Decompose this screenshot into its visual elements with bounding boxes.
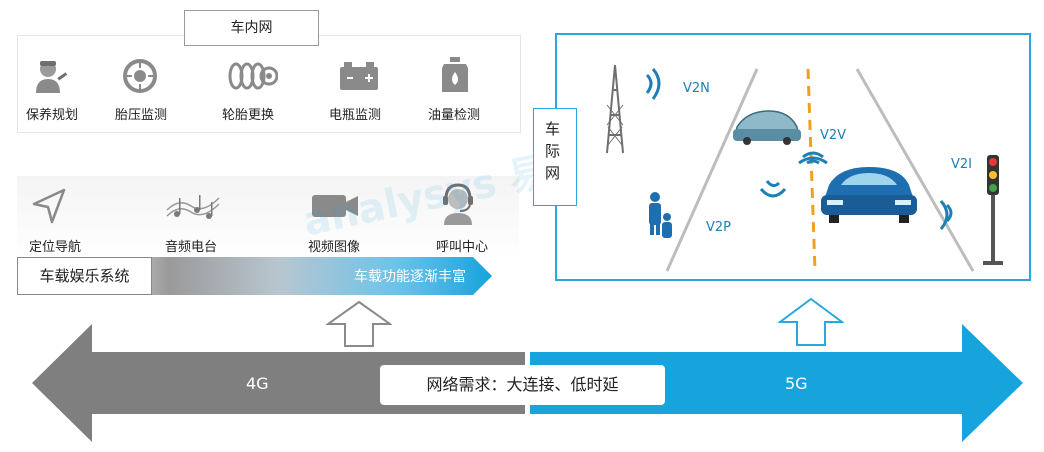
feature-label: 油量检测	[427, 108, 480, 123]
v2v-label: V2V	[820, 128, 847, 143]
oil-can-icon	[442, 57, 468, 92]
navigation-icon	[32, 188, 66, 224]
feature-label: 胎压监测	[114, 108, 167, 123]
label-4g: 4G	[246, 374, 269, 393]
road-edge-left	[665, 68, 759, 272]
v2x-scene	[606, 64, 1003, 272]
signal-waves-icon	[645, 68, 953, 230]
video-camera-icon	[312, 195, 358, 217]
feature-label: 呼叫中心	[435, 240, 488, 255]
car-blue-icon	[821, 167, 917, 223]
up-arrow-right	[778, 297, 844, 346]
label-5g: 5G	[785, 374, 808, 393]
lane-divider	[806, 68, 817, 272]
network-evolution-arrow	[32, 324, 1023, 442]
v2x-scene-panel	[555, 33, 1031, 281]
feature-label: 定位导航	[28, 240, 81, 255]
v2x-title-box	[533, 108, 577, 206]
in-car-network-title: 车内网	[184, 10, 319, 46]
feature-label: 轮胎更换	[221, 108, 274, 123]
car-top-icon	[733, 110, 801, 145]
music-notes-icon	[166, 195, 220, 219]
infotainment-title: 车载娱乐系统	[17, 257, 152, 295]
pedestrians-icon	[649, 192, 672, 238]
arrow-4g-half	[32, 324, 525, 442]
tire-pressure-icon	[123, 59, 157, 93]
road-edge-right	[855, 68, 975, 272]
v2x-title: 车际网	[545, 120, 561, 182]
v2p-label: V2P	[706, 220, 732, 235]
network-requirement: 网络需求：大连接、低时延	[380, 365, 665, 405]
cell-tower-icon	[606, 64, 624, 154]
tires-icon	[228, 62, 278, 90]
up-arrow-left	[326, 300, 392, 347]
trend-label: 车载功能逐渐丰富	[354, 269, 466, 285]
feature-label: 保养规划	[25, 108, 78, 123]
feature-label: 音频电台	[164, 240, 217, 255]
infotainment-panel	[17, 176, 519, 258]
battery-icon	[340, 62, 378, 90]
traffic-light-icon	[983, 155, 1003, 265]
feature-label: 视频图像	[307, 240, 360, 255]
v2i-label: V2I	[951, 157, 972, 172]
arrow-5g-half	[530, 324, 1023, 442]
headset-agent-icon	[443, 183, 473, 225]
mechanic-icon	[36, 61, 68, 93]
v2n-label: V2N	[683, 81, 710, 96]
feature-label: 电瓶监测	[328, 108, 381, 123]
